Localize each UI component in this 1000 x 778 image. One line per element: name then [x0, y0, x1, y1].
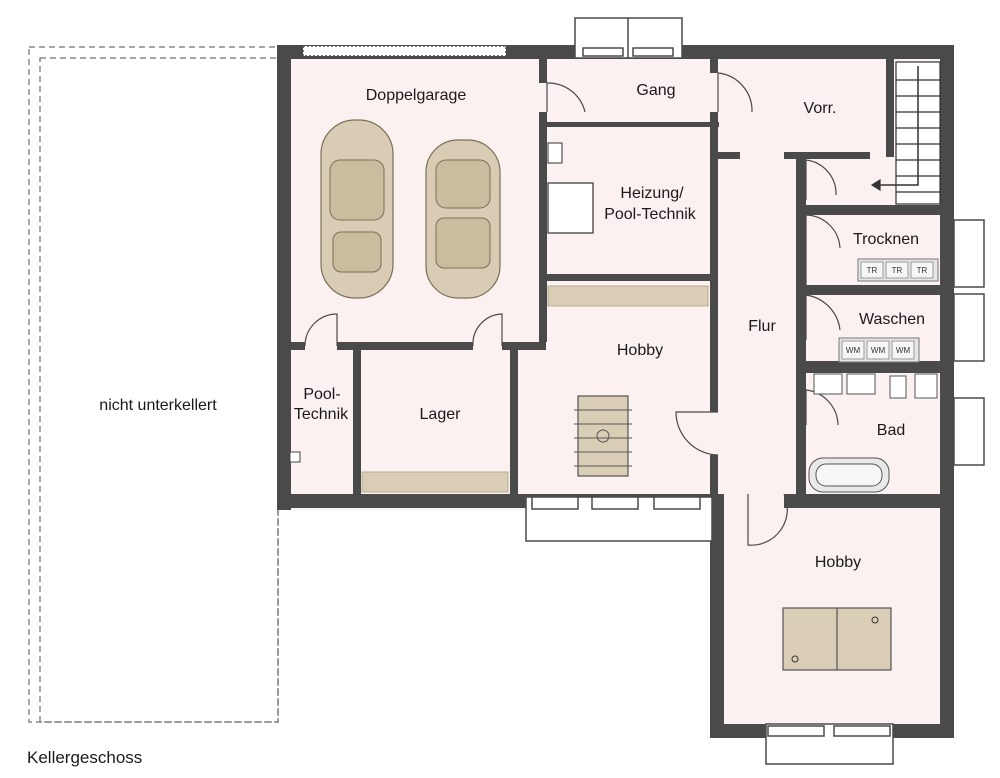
plan-title: Kellergeschoss — [27, 748, 142, 767]
dryer-label-3: TR — [917, 266, 928, 275]
bathroom-fixtures — [808, 373, 938, 493]
unbuilt-area: nicht unterkellert — [28, 46, 279, 723]
room-label-hobby-2: Hobby — [815, 554, 861, 571]
room-label-pool-2: Technik — [294, 406, 349, 423]
room-label-hobby-1: Hobby — [617, 342, 663, 359]
room-labels: Doppelgarage Gang Vorr. Heizung/ Pool-Te… — [294, 82, 925, 571]
room-label-vorraum: Vorr. — [804, 100, 837, 117]
car-left — [320, 119, 394, 299]
room-label-trocknen: Trocknen — [853, 231, 919, 248]
room-label-bad: Bad — [877, 422, 905, 439]
room-label-lager: Lager — [420, 406, 462, 423]
staircase — [870, 61, 941, 205]
table-tennis-table — [782, 607, 892, 671]
room-label-heizung-2: Pool-Technik — [604, 206, 697, 223]
dryer-label-2: TR — [892, 266, 903, 275]
washing-machines: WM WM WM — [838, 337, 920, 363]
dryers: TR TR TR — [857, 258, 939, 282]
room-label-unbuilt: nicht unterkellert — [99, 397, 217, 414]
room-label-flur: Flur — [748, 318, 776, 335]
washer-label-1: WM — [846, 346, 861, 355]
pool-fixture — [289, 451, 301, 463]
car-right — [425, 139, 501, 299]
room-label-waschen: Waschen — [859, 311, 925, 328]
washer-label-3: WM — [896, 346, 911, 355]
washer-label-2: WM — [871, 346, 886, 355]
room-label-heizung-1: Heizung/ — [620, 185, 684, 202]
shelves — [361, 285, 709, 493]
windows — [302, 17, 985, 765]
room-label-pool-1: Pool- — [303, 386, 340, 403]
room-label-garage: Doppelgarage — [366, 87, 467, 104]
dryer-label-1: TR — [867, 266, 878, 275]
heating-unit — [547, 142, 594, 234]
foosball-table — [574, 395, 632, 477]
room-label-gang: Gang — [636, 82, 675, 99]
doors — [304, 72, 841, 546]
